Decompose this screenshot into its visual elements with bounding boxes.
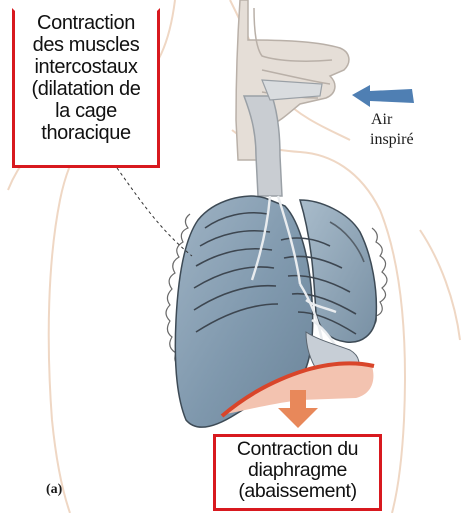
air-label: Air — [371, 111, 392, 129]
diaphragm-label: Contraction du diaphragme (abaissement) — [213, 434, 382, 511]
intercostal-label-line: la cage — [15, 100, 157, 122]
diaphragm-label-line: (abaissement) — [216, 481, 379, 502]
intercostal-label-line: intercostaux — [15, 56, 157, 78]
panel-letter: (a) — [46, 482, 62, 498]
inspired-label: inspiré — [370, 131, 414, 149]
intercostal-label: Contraction des muscles intercostaux (di… — [12, 8, 160, 168]
intercostal-label-line: thoracique — [15, 122, 157, 144]
intercostal-label-line: Contraction — [15, 12, 157, 34]
diaphragm-label-line: diaphragme — [216, 460, 379, 481]
intercostal-label-line: des muscles — [15, 34, 157, 56]
arrow-left-icon — [352, 85, 414, 107]
head-profile — [236, 0, 349, 160]
intercostal-label-line: (dilatation de — [15, 78, 157, 100]
diaphragm-label-line: Contraction du — [216, 439, 379, 460]
